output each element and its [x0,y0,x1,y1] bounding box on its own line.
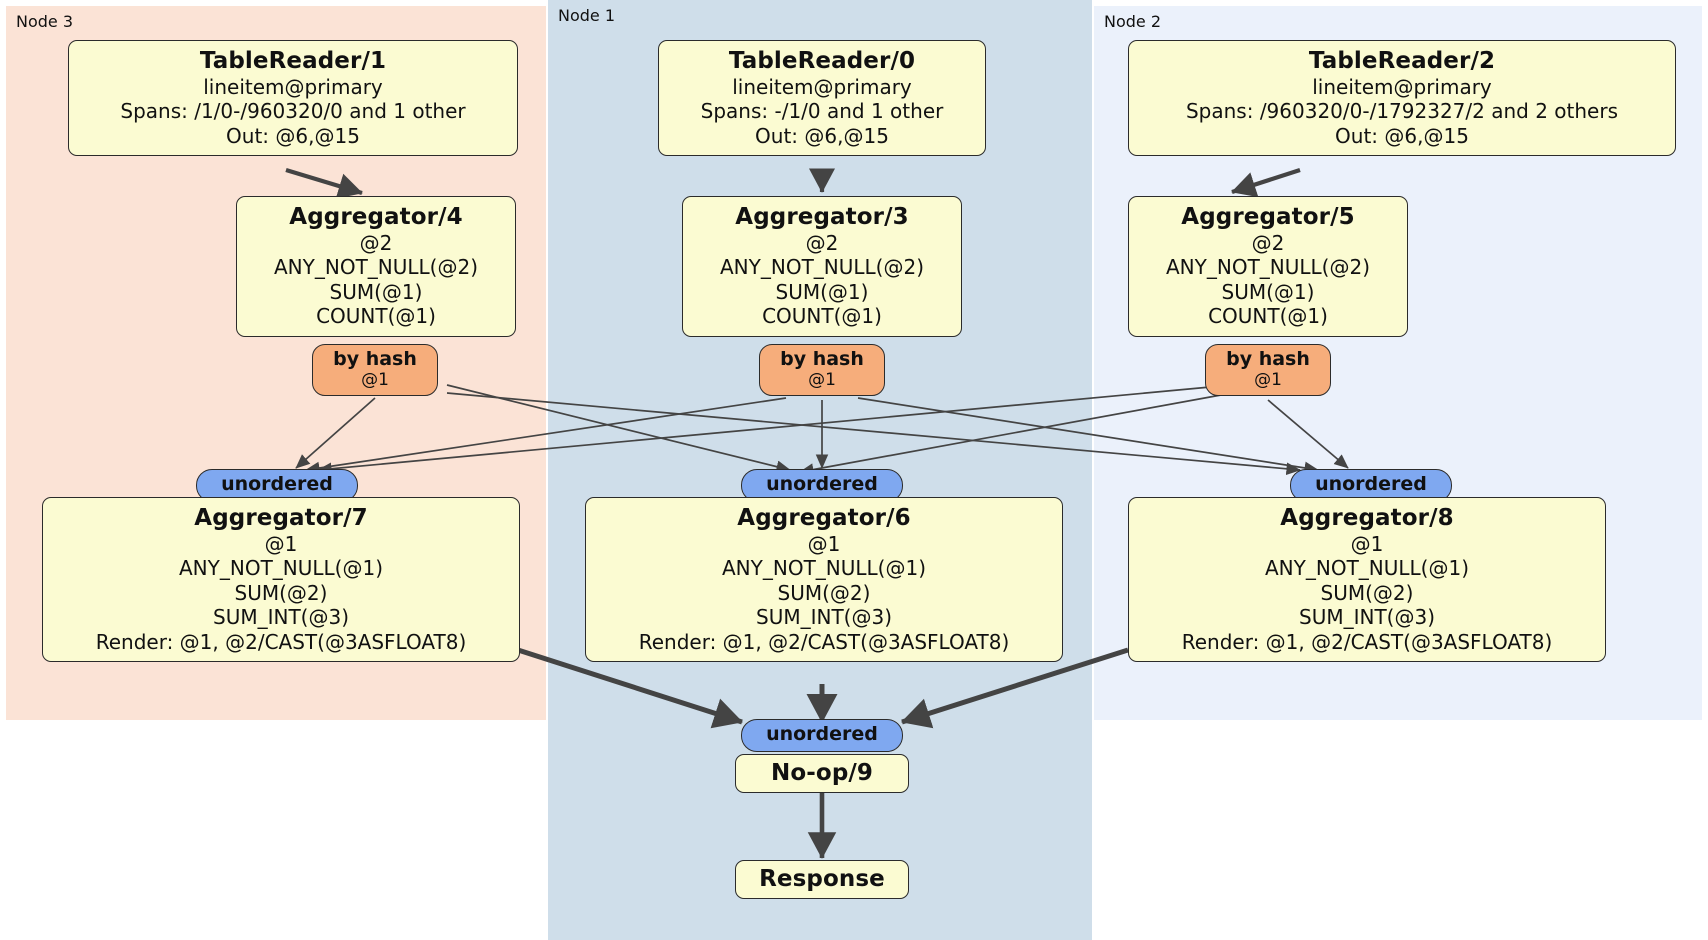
box-title: Aggregator/6 [737,505,911,531]
no-op-9[interactable]: No-op/9 [735,754,909,794]
box-out: Out: @6,@15 [755,123,889,148]
box-agg-2: SUM(@1) [775,279,869,304]
table-reader-2[interactable]: TableReader/2 lineitem@primary Spans: /9… [1128,40,1676,157]
box-title: Aggregator/3 [735,204,909,230]
box-group: @1 [264,532,298,557]
sync-label: unordered [766,723,878,745]
box-render: Render: @1, @2/CAST(@3ASFLOAT8) [638,629,1010,654]
box-agg-2: SUM(@1) [329,279,423,304]
hash-router-node1[interactable]: by hash @1 [759,344,885,397]
box-agg-1: ANY_NOT_NULL(@1) [179,556,383,581]
node-panel-label: Node 1 [558,6,616,25]
box-agg-2: SUM(@2) [1320,580,1414,605]
box-render: Render: @1, @2/CAST(@3ASFLOAT8) [95,629,467,654]
box-agg-1: ANY_NOT_NULL(@1) [722,556,926,581]
box-agg-3: SUM_INT(@3) [1299,605,1435,630]
box-agg-3: COUNT(@1) [762,304,882,329]
node-panel-label: Node 3 [16,12,74,31]
box-agg-2: SUM(@2) [234,580,328,605]
box-table: lineitem@primary [732,75,912,100]
box-title: TableReader/0 [728,48,916,74]
box-group: @2 [805,231,839,256]
router-label: by hash [1226,348,1310,370]
box-agg-2: SUM(@2) [777,580,871,605]
box-agg-3: SUM_INT(@3) [756,605,892,630]
unordered-sync-node3[interactable]: unordered [196,469,358,502]
unordered-sync-node2[interactable]: unordered [1290,469,1452,502]
box-spans: Spans: /1/0-/960320/0 and 1 other [120,99,466,124]
box-table: lineitem@primary [203,75,383,100]
aggregator-4[interactable]: Aggregator/4 @2 ANY_NOT_NULL(@2) SUM(@1)… [236,196,516,337]
box-agg-3: COUNT(@1) [316,304,436,329]
box-agg-1: ANY_NOT_NULL(@2) [1166,255,1370,280]
box-spans: Spans: /960320/0-/1792327/2 and 2 others [1185,99,1618,124]
box-table: lineitem@primary [1312,75,1492,100]
box-title: Aggregator/8 [1280,505,1454,531]
box-title: TableReader/2 [1308,48,1496,74]
box-out: Out: @6,@15 [226,123,360,148]
hash-router-node3[interactable]: by hash @1 [312,344,438,397]
box-title: TableReader/1 [199,48,387,74]
router-columns: @1 [1254,369,1282,390]
sync-label: unordered [221,473,333,495]
router-columns: @1 [808,369,836,390]
box-title: Aggregator/4 [289,204,463,230]
box-agg-3: COUNT(@1) [1208,304,1328,329]
box-agg-1: ANY_NOT_NULL(@2) [720,255,924,280]
table-reader-1[interactable]: TableReader/1 lineitem@primary Spans: /1… [68,40,518,157]
box-group: @1 [807,532,841,557]
box-agg-1: ANY_NOT_NULL(@2) [274,255,478,280]
box-agg-3: SUM_INT(@3) [213,605,349,630]
aggregator-6[interactable]: Aggregator/6 @1 ANY_NOT_NULL(@1) SUM(@2)… [585,497,1063,662]
box-title: Response [759,866,885,892]
router-label: by hash [333,348,417,370]
sync-label: unordered [1315,473,1427,495]
box-group: @1 [1350,532,1384,557]
box-spans: Spans: -/1/0 and 1 other [700,99,944,124]
sync-label: unordered [766,473,878,495]
aggregator-7[interactable]: Aggregator/7 @1 ANY_NOT_NULL(@1) SUM(@2)… [42,497,520,662]
box-agg-1: ANY_NOT_NULL(@1) [1265,556,1469,581]
aggregator-5[interactable]: Aggregator/5 @2 ANY_NOT_NULL(@2) SUM(@1)… [1128,196,1408,337]
box-title: No-op/9 [771,760,873,786]
router-label: by hash [780,348,864,370]
router-columns: @1 [361,369,389,390]
box-out: Out: @6,@15 [1335,123,1469,148]
unordered-sync-node1[interactable]: unordered [741,469,903,502]
box-group: @2 [359,231,393,256]
box-render: Render: @1, @2/CAST(@3ASFLOAT8) [1181,629,1553,654]
box-group: @2 [1251,231,1285,256]
aggregator-8[interactable]: Aggregator/8 @1 ANY_NOT_NULL(@1) SUM(@2)… [1128,497,1606,662]
box-agg-2: SUM(@1) [1221,279,1315,304]
box-title: Aggregator/7 [194,505,368,531]
unordered-sync-final[interactable]: unordered [741,719,903,752]
box-title: Aggregator/5 [1181,204,1355,230]
node-panel-label: Node 2 [1104,12,1162,31]
hash-router-node2[interactable]: by hash @1 [1205,344,1331,397]
aggregator-3[interactable]: Aggregator/3 @2 ANY_NOT_NULL(@2) SUM(@1)… [682,196,962,337]
response[interactable]: Response [735,860,909,900]
table-reader-0[interactable]: TableReader/0 lineitem@primary Spans: -/… [658,40,986,157]
